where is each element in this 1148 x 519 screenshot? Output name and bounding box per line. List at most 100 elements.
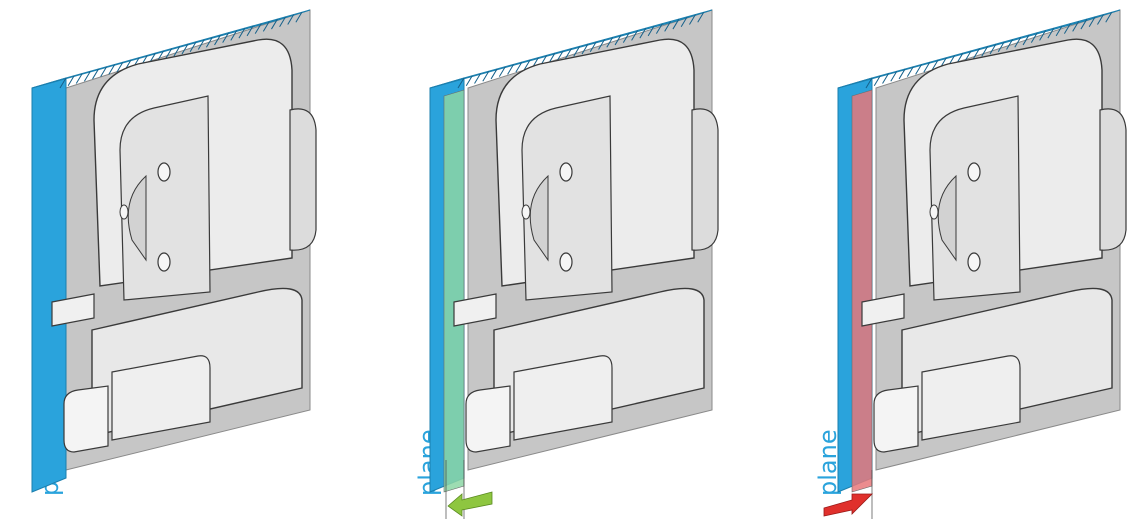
plane-hatch [457,77,465,89]
plane-hatch [75,73,83,84]
bottom-clip [513,355,613,441]
plane-hatch [964,50,972,62]
panel-offset-outward: plane [414,0,820,519]
plane-hatch [1055,25,1063,37]
plane-hatch [1047,27,1055,39]
part-illustration [429,9,719,519]
plane-hatch [1039,30,1047,41]
plane-hatch [680,16,688,28]
plane-hatch [287,14,295,25]
plane-hatch [157,50,165,62]
plane-hatch [598,39,605,50]
plane-hatch [906,66,914,77]
plane-hatch [1063,23,1071,34]
offset-layer [851,89,873,493]
plane-hatch [565,48,572,59]
plane-hatch [262,21,270,32]
plane-hatch [981,46,989,57]
plane-hatch [197,39,205,50]
plane-hatch [108,64,116,75]
plane-hatch [672,18,680,30]
hole [157,252,171,272]
pin [51,293,95,327]
plane-hatch [83,70,91,82]
plane-hatch [1097,14,1104,25]
plane-hatch [295,12,303,23]
plane-hatch [589,41,597,52]
plane-hatch [655,23,663,34]
hole [119,204,129,220]
plane-hatch [631,30,639,41]
plane-hatch [498,66,506,77]
plane-hatch [482,70,490,82]
offset-arrow-left [447,491,493,517]
panel-offset-inward: plane [814,0,1148,519]
plane-hatch [189,41,197,52]
bottom-clip [921,355,1021,441]
plane-hatch [254,23,262,34]
plane-hatch [997,41,1005,52]
plane-label: plane [814,429,842,496]
plane-hatch [205,36,213,48]
plane-hatch [246,25,254,37]
latch [63,385,109,453]
plane-hatch [222,32,230,43]
hole [929,204,939,220]
bottom-clip [111,355,211,441]
plane-hatch [230,30,238,41]
plane-hatch [59,77,67,89]
plane-hatch [581,43,589,55]
plane-hatch [1080,18,1088,30]
plane-hatch [1072,21,1080,32]
plane-hatch [865,77,873,89]
plane-hatch [989,43,997,55]
part-illustration [823,9,1127,519]
side-tab [1099,108,1127,251]
plane-hatch [622,32,630,43]
hole [157,162,171,182]
plane-hatch [116,61,124,73]
pin [453,293,497,327]
side-tab [691,108,719,251]
plane-hatch [271,18,278,30]
hole [559,252,573,272]
plane-hatch [165,48,173,59]
plane-hatch [614,34,622,46]
hole [967,252,981,272]
hole [559,162,573,182]
hole [967,162,981,182]
plane-hatch [1006,39,1013,50]
plane-hatch [1014,36,1022,48]
plane-hatch [647,25,655,37]
pin [861,293,905,327]
plane-hatch [606,36,614,48]
part-illustration [31,9,317,493]
arc-window [937,174,957,262]
plane-hatch [890,70,898,82]
plane-hatch [515,61,523,73]
hole [521,204,531,220]
plane-hatch [664,21,672,32]
offset-arrow-right [823,493,873,517]
plane-hatch [898,68,906,80]
plane-hatch [490,68,498,80]
plane-hatch [474,73,481,84]
plane-hatch [689,14,696,25]
side-tab [289,108,317,251]
plane-hatch [523,59,531,71]
plane-hatch [923,61,931,73]
plane-hatch [931,59,939,71]
latch [465,385,511,453]
plane-hatch [214,34,221,46]
plane-hatch [973,48,980,59]
plane-hatch [1105,12,1113,23]
plane-hatch [279,16,287,28]
plane-hatch [1030,32,1038,43]
plane-hatch [915,64,923,75]
plane-hatch [92,68,99,80]
latch [873,385,919,453]
plane-hatch [573,46,581,57]
plane-hatch [1022,34,1030,46]
plane-hatch [465,75,473,86]
